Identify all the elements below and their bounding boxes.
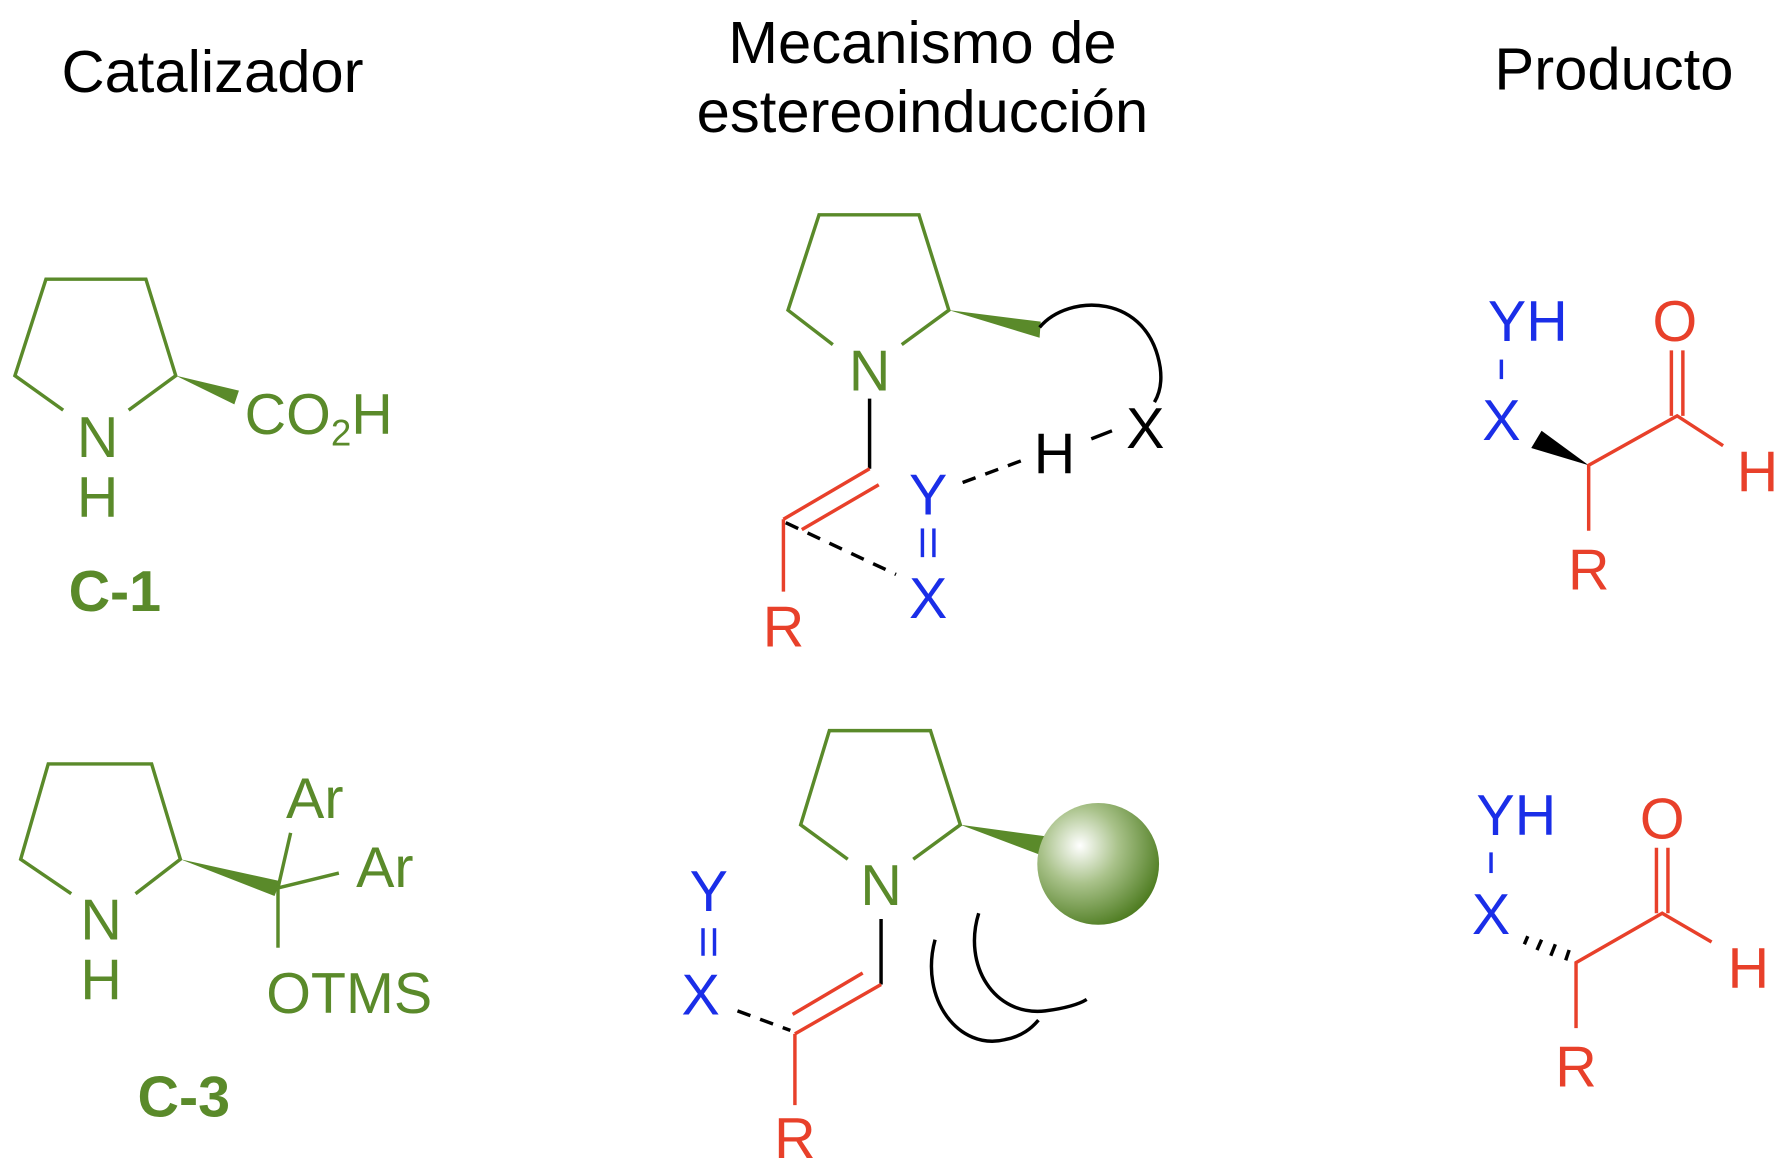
aryl-2: Ar bbox=[356, 836, 413, 900]
tether-arc bbox=[1038, 303, 1163, 403]
mechanism-steric: N R Y X bbox=[682, 728, 1160, 1166]
atom-x-tether: X bbox=[1126, 397, 1164, 461]
atom-h: H bbox=[77, 466, 118, 530]
pyrrolidine-ring bbox=[18, 762, 183, 896]
hashed-wedge-bond bbox=[1522, 935, 1571, 961]
catalyst-label: C-1 bbox=[69, 560, 162, 624]
product-1: YH X O H R bbox=[1482, 290, 1778, 602]
wedge-bond bbox=[180, 859, 281, 897]
header-mechanism-line1: Mecanismo de bbox=[728, 9, 1116, 76]
atom-r: R bbox=[763, 596, 804, 660]
atom-n: N bbox=[849, 340, 890, 404]
catalyst-c3: N H Ar Ar OTMS C-3 bbox=[18, 762, 432, 1130]
atom-y: Y bbox=[690, 860, 728, 924]
atom-r: R bbox=[774, 1107, 815, 1166]
otms-group: OTMS bbox=[266, 962, 432, 1026]
catalyst-label: C-3 bbox=[138, 1066, 231, 1130]
atom-x: X bbox=[1472, 883, 1510, 947]
product-2: YH X O H R bbox=[1472, 784, 1769, 1100]
atom-r: R bbox=[1555, 1036, 1596, 1100]
atom-h: H bbox=[1728, 937, 1769, 1001]
atom-n: N bbox=[80, 889, 121, 953]
atom-o: O bbox=[1652, 290, 1697, 354]
wedge-bond bbox=[175, 375, 239, 405]
atom-n: N bbox=[77, 406, 118, 470]
header-mechanism-line2: estereoinducción bbox=[697, 78, 1149, 145]
bulky-group-sphere bbox=[1037, 802, 1160, 925]
atom-n: N bbox=[860, 854, 901, 918]
pyrrolidine-ring bbox=[786, 213, 951, 347]
mechanism-hbond: N R Y X H X bbox=[763, 213, 1164, 660]
header-catalyst: Catalizador bbox=[61, 38, 363, 105]
atom-y: Y bbox=[909, 464, 947, 528]
atom-h: H bbox=[80, 948, 121, 1012]
atom-x: X bbox=[909, 567, 947, 631]
atom-r: R bbox=[1568, 538, 1609, 602]
catalyst-c1: N H CO2H C-1 bbox=[12, 277, 393, 624]
pyrrolidine-ring bbox=[12, 277, 178, 412]
atom-yh: YH bbox=[1488, 290, 1568, 354]
atom-x: X bbox=[682, 963, 720, 1027]
header-product: Producto bbox=[1494, 36, 1733, 103]
wedge-bond bbox=[960, 824, 1046, 855]
atom-o: O bbox=[1640, 788, 1685, 852]
aryl-1: Ar bbox=[286, 767, 343, 831]
wedge-bond bbox=[948, 310, 1041, 338]
steric-arc-inner bbox=[929, 939, 1040, 1043]
atom-x: X bbox=[1482, 389, 1520, 453]
atom-yh: YH bbox=[1476, 784, 1556, 848]
atom-h: H bbox=[1737, 441, 1778, 505]
wedge-bond bbox=[1531, 430, 1589, 466]
pyrrolidine-ring bbox=[798, 728, 963, 861]
atom-h: H bbox=[1034, 422, 1075, 486]
carboxylic-acid-group: CO2H bbox=[245, 383, 393, 453]
steric-arc-outer bbox=[972, 912, 1088, 1013]
